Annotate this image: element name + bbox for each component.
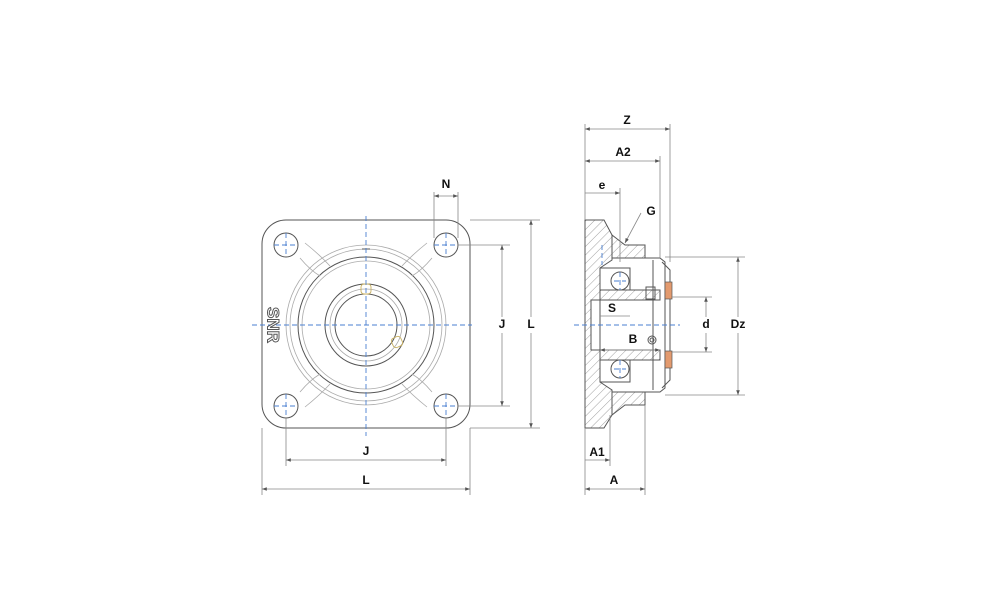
dim-label-z: Z (623, 113, 630, 127)
dim-label-n: N (442, 177, 451, 191)
dim-label-l-vertical: L (527, 317, 534, 331)
set-screw-hole-icon (647, 335, 657, 345)
dim-label-e: e (599, 178, 606, 192)
bearing-race-top (599, 267, 631, 291)
bearing-race-bottom (599, 359, 631, 383)
housing-section-bottom (611, 391, 646, 417)
section-dimension-lines (584, 124, 745, 495)
dim-label-j-horizontal: J (363, 444, 370, 458)
section-view: Z A2 e G S B d Dz A1 A (574, 113, 748, 495)
dim-label-g: G (646, 204, 655, 218)
dim-label-a: A (610, 473, 619, 487)
set-screw (645, 286, 656, 300)
dim-label-a2: A2 (615, 145, 631, 159)
seal-bottom (664, 350, 673, 369)
seal-top (664, 281, 673, 300)
centerlines (252, 216, 472, 436)
dim-label-dz: Dz (731, 317, 746, 331)
dim-label-b: B (629, 332, 638, 346)
dimension-lines (261, 192, 540, 495)
housing-section-top (611, 233, 646, 259)
dim-label-d: d (702, 317, 709, 331)
snr-logo: SNR (264, 307, 283, 343)
dim-label-s: S (608, 301, 616, 315)
rib-curves (299, 242, 433, 408)
inner-ring-bottom (599, 349, 661, 361)
section-centerlines (574, 245, 680, 378)
dim-label-j-vertical: J (499, 317, 506, 331)
dim-label-a1: A1 (589, 445, 605, 459)
dim-label-l-horizontal: L (362, 473, 369, 487)
front-view: SNR N J L J L (252, 177, 540, 495)
housing-section-left (584, 219, 613, 429)
set-screw-icon (360, 283, 404, 349)
